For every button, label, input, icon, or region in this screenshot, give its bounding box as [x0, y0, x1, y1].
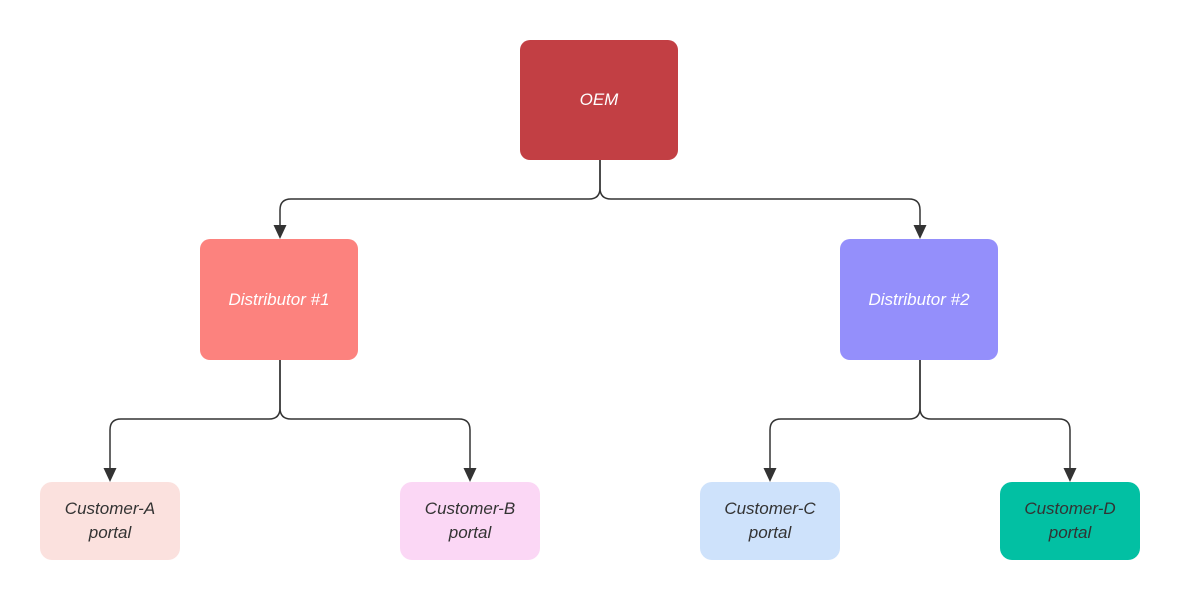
- node-customer-b-label-line2: portal: [448, 523, 492, 542]
- connector-distributor1-customerB: [279, 359, 471, 470]
- node-oem[interactable]: OEM: [520, 40, 678, 160]
- node-customer-c-portal[interactable]: Customer-C portal: [700, 482, 840, 560]
- node-customer-d-label-line1: Customer-D: [1024, 499, 1116, 518]
- node-distributor2-label: Distributor #2: [868, 289, 970, 309]
- arrowhead-distributor1: [273, 225, 287, 239]
- node-customer-a-label-line1: Customer-A: [64, 499, 156, 518]
- node-customer-b-label-line1: Customer-B: [424, 499, 516, 518]
- arrowhead-distributor2: [913, 225, 927, 239]
- node-customer-b-portal[interactable]: Customer-B portal: [400, 482, 540, 560]
- node-customer-d-portal[interactable]: Customer-D portal: [1000, 482, 1140, 560]
- node-customer-a-label-line2: portal: [88, 523, 132, 542]
- arrowhead-customerC: [763, 468, 777, 482]
- node-distributor1[interactable]: Distributor #1: [200, 239, 358, 360]
- connector-oem-distributor2: [599, 159, 921, 227]
- node-customer-d-label-line2: portal: [1048, 523, 1092, 542]
- arrowhead-customerA: [103, 468, 117, 482]
- node-oem-label: OEM: [579, 90, 619, 109]
- node-distributor1-label: Distributor #1: [228, 289, 330, 309]
- node-distributor2[interactable]: Distributor #2: [840, 239, 998, 360]
- arrowhead-customerB: [463, 468, 477, 482]
- node-customer-a-portal[interactable]: Customer-A portal: [40, 482, 180, 560]
- arrowhead-customerD: [1063, 468, 1077, 482]
- connector-distributor2-customerC: [769, 359, 921, 470]
- node-customer-c-label-line2: portal: [748, 523, 792, 542]
- node-customer-c-label-line1: Customer-C: [724, 499, 816, 518]
- connector-oem-distributor1: [279, 159, 601, 227]
- connector-distributor2-customerD: [919, 359, 1071, 470]
- connector-distributor1-customerA: [109, 359, 281, 470]
